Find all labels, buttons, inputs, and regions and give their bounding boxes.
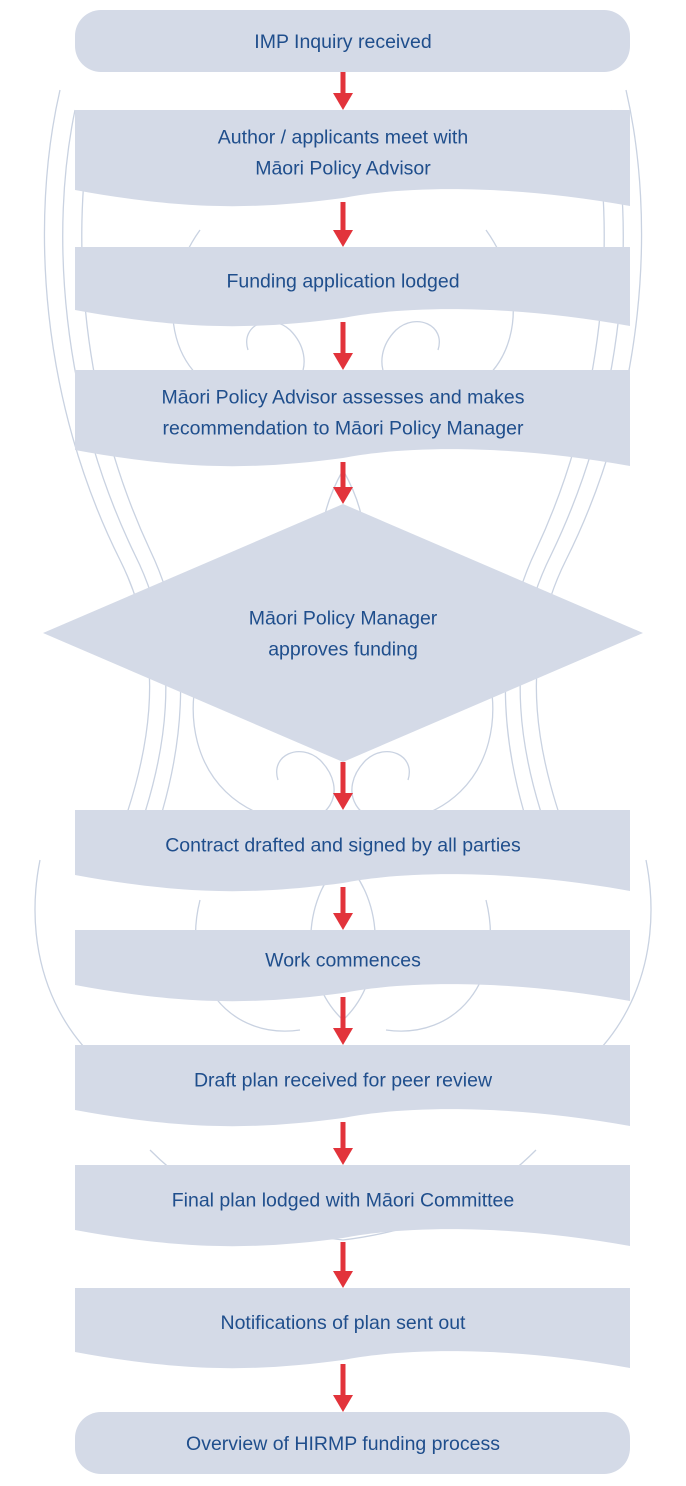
flow-arrow — [333, 72, 353, 110]
process-box-shape — [75, 370, 630, 467]
step-s11: Overview of HIRMP funding process — [75, 1412, 630, 1474]
arrowhead-icon — [333, 1395, 353, 1412]
step-label: IMP Inquiry received — [254, 31, 431, 53]
step-label: Māori Policy Manager — [249, 608, 438, 630]
step-s4: Māori Policy Advisor assesses and makes r… — [75, 370, 630, 467]
flow-arrow — [333, 1122, 353, 1165]
step-label: Contract drafted and signed by all parti… — [165, 835, 521, 857]
step-label: Māori Policy Advisor — [255, 158, 431, 180]
flow-arrow — [333, 202, 353, 247]
process-box-shape — [75, 1288, 630, 1369]
flow-arrow — [333, 1364, 353, 1412]
step-s1: IMP Inquiry received — [75, 10, 630, 72]
arrowhead-icon — [333, 353, 353, 370]
step-label: Notifications of plan sent out — [221, 1312, 467, 1334]
flow-arrow — [333, 887, 353, 930]
step-s8: Draft plan received for peer review — [75, 1045, 630, 1127]
flow-arrow — [333, 1242, 353, 1288]
flow-arrow — [333, 322, 353, 370]
step-label: approves funding — [268, 639, 418, 661]
arrowhead-icon — [333, 913, 353, 930]
process-box-shape — [75, 1045, 630, 1127]
step-s7: Work commences — [75, 930, 630, 1002]
step-s3: Funding application lodged — [75, 247, 630, 327]
step-s6: Contract drafted and signed by all parti… — [75, 810, 630, 892]
step-label: Draft plan received for peer review — [194, 1070, 493, 1092]
flow-arrow — [333, 997, 353, 1045]
arrowhead-icon — [333, 1148, 353, 1165]
process-box-shape — [75, 247, 630, 327]
step-label: Funding application lodged — [226, 271, 459, 293]
arrowhead-icon — [333, 487, 353, 504]
step-label: Final plan lodged with Māori Committee — [172, 1190, 515, 1212]
terminator-shape — [75, 10, 630, 72]
process-box-shape — [75, 810, 630, 892]
step-s9: Final plan lodged with Māori Committee — [75, 1165, 630, 1247]
step-label: Māori Policy Advisor assesses and makes — [161, 387, 524, 409]
flow-arrow — [333, 762, 353, 810]
step-s5: Māori Policy Manager approves funding — [43, 504, 643, 762]
step-label: Author / applicants meet with — [218, 127, 468, 149]
decision-diamond — [43, 504, 643, 762]
terminator-shape — [75, 1412, 630, 1474]
connector-layer — [333, 72, 353, 1412]
process-box-shape — [75, 1165, 630, 1247]
arrowhead-icon — [333, 1271, 353, 1288]
arrowhead-icon — [333, 793, 353, 810]
arrowhead-icon — [333, 93, 353, 110]
process-box-shape — [75, 110, 630, 207]
step-s10: Notifications of plan sent out — [75, 1288, 630, 1369]
step-label: Work commences — [265, 950, 421, 972]
step-label: recommendation to Māori Policy Manager — [163, 418, 524, 440]
flow-arrow — [333, 462, 353, 504]
arrowhead-icon — [333, 1028, 353, 1045]
process-box-shape — [75, 930, 630, 1002]
step-label: Overview of HIRMP funding process — [186, 1433, 500, 1455]
arrowhead-icon — [333, 230, 353, 247]
